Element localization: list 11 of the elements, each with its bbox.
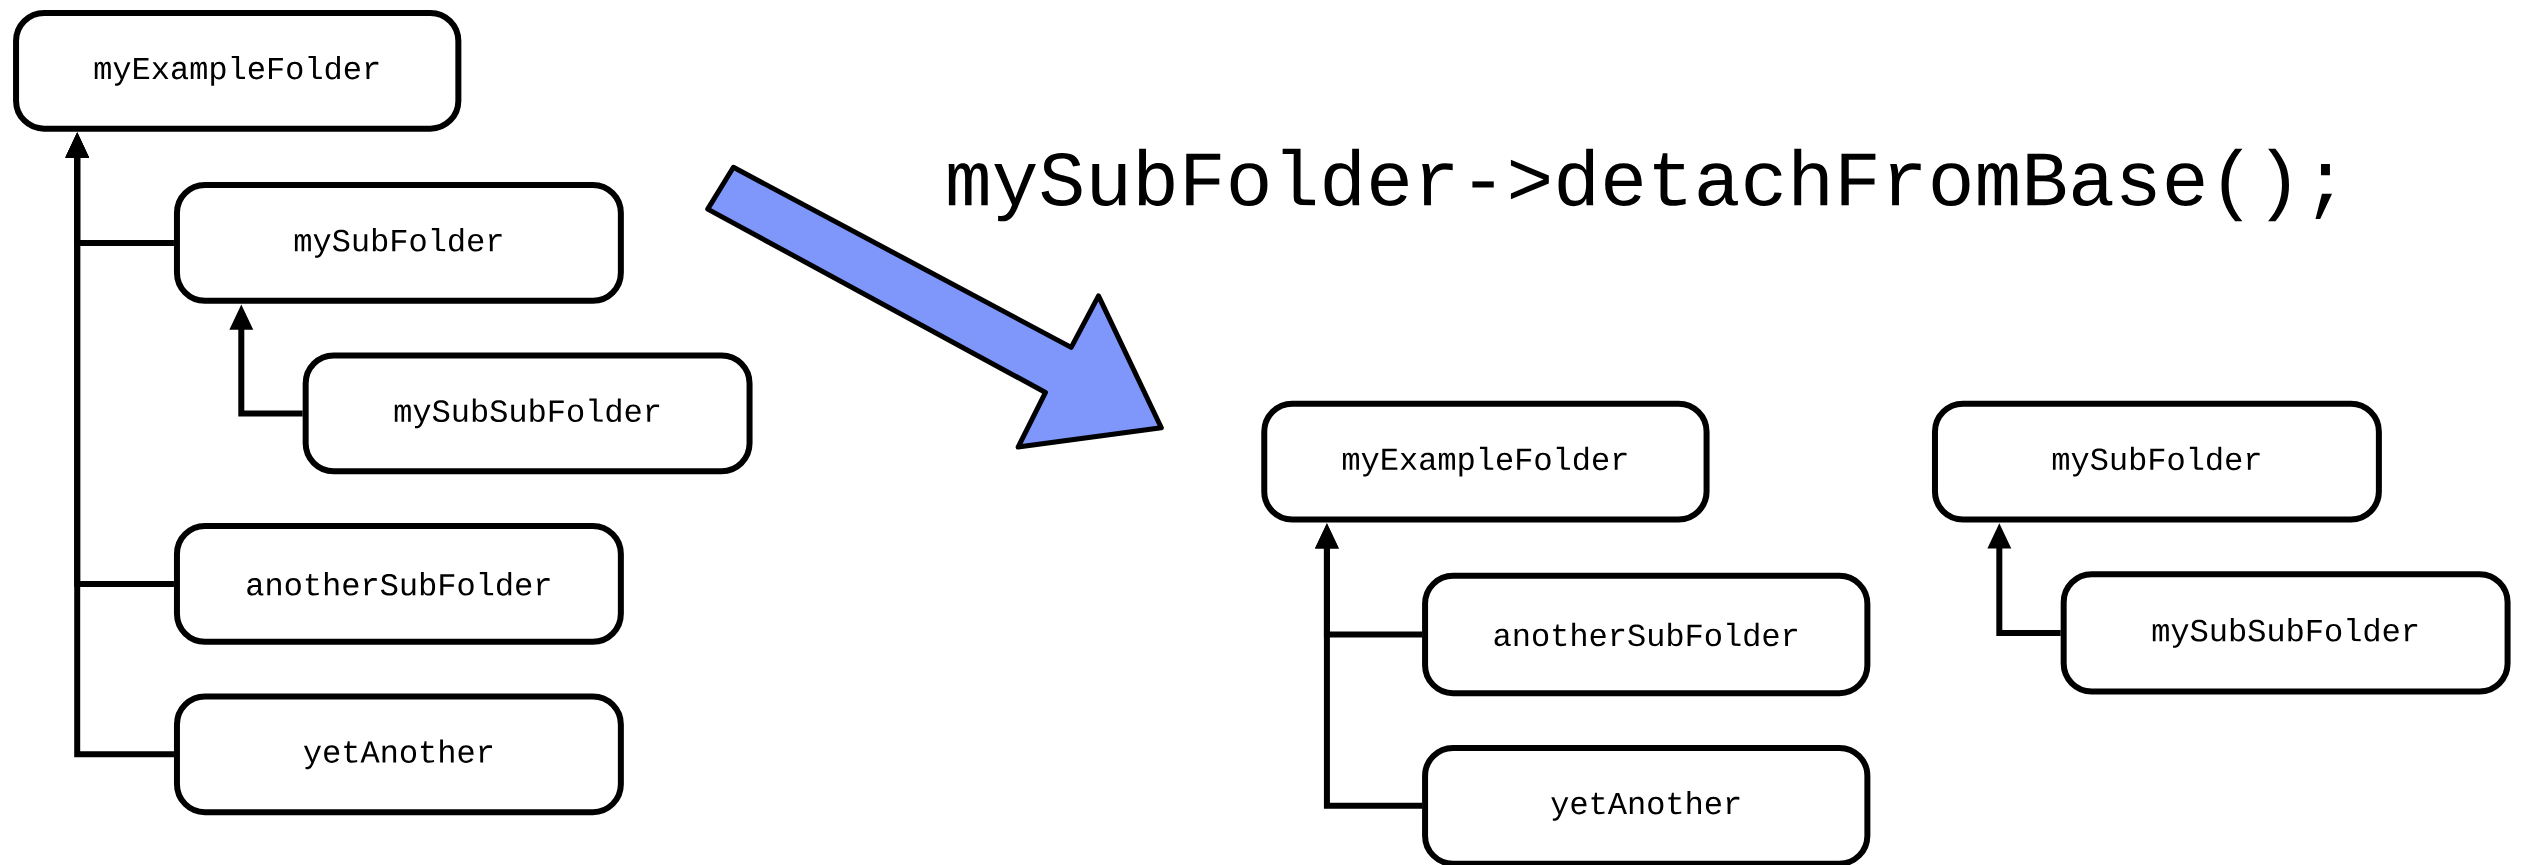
folder-box: myExampleFolder — [1261, 400, 1710, 523]
folder-box: mySubFolder — [1931, 400, 2382, 523]
folder-box: mySubFolder — [173, 182, 624, 304]
folder-box: mySubSubFolder — [2060, 571, 2511, 695]
folder-box: yetAnother — [1422, 744, 1871, 865]
folder-box: anotherSubFolder — [173, 523, 624, 645]
folder-box: myExampleFolder — [13, 9, 462, 132]
folder-box: anotherSubFolder — [1422, 572, 1871, 697]
folder-box: mySubSubFolder — [302, 352, 753, 475]
code-label: mySubFolder->detachFromBase(); — [948, 148, 2333, 222]
folder-box: yetAnother — [173, 693, 624, 816]
